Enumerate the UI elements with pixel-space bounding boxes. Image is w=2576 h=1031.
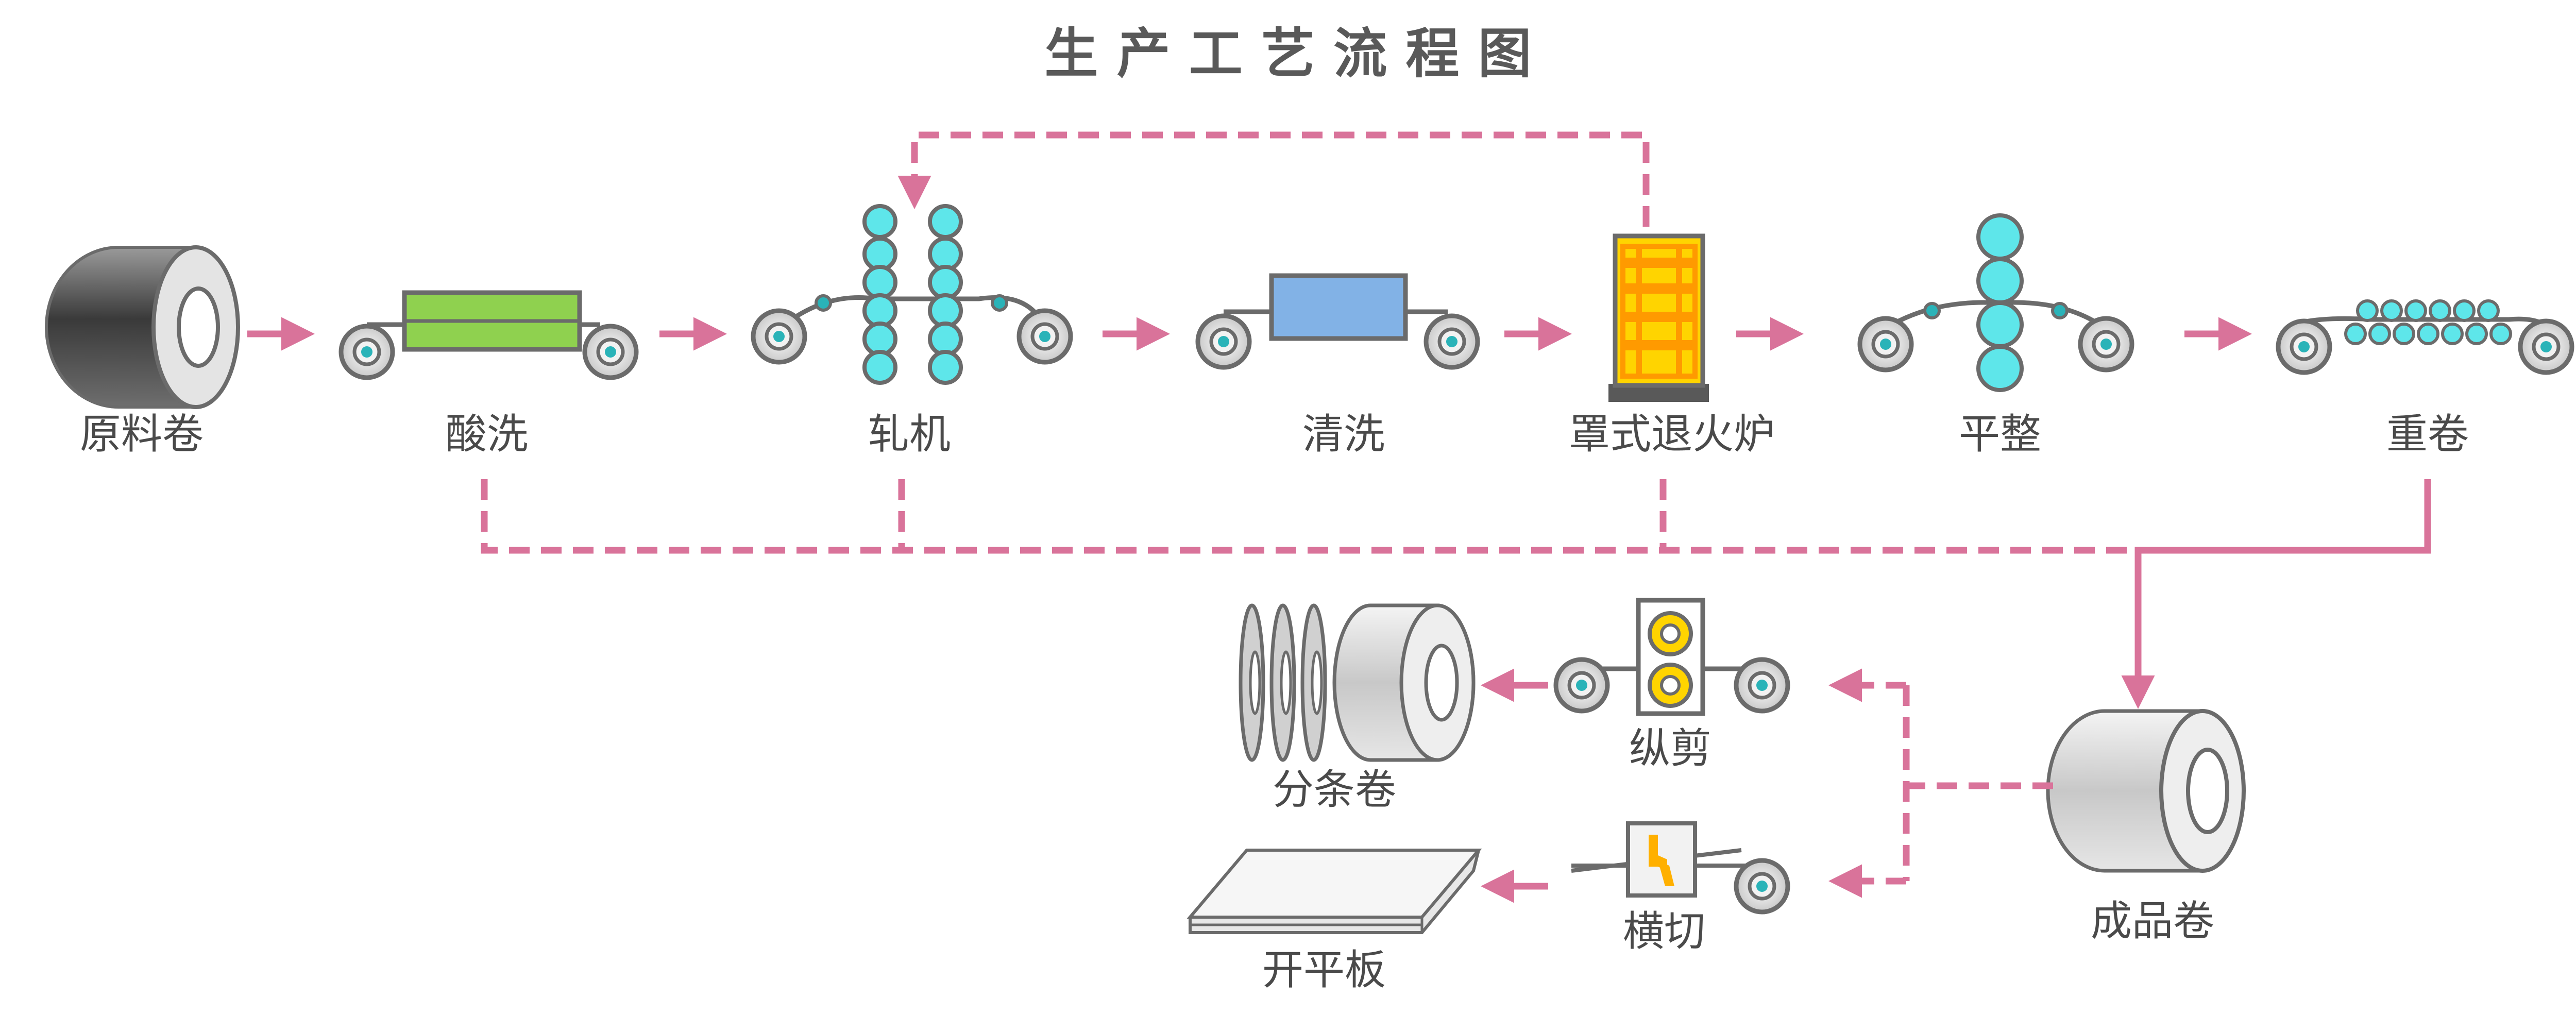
flat-sheet-icon: [1187, 849, 1482, 934]
rewinding-line-icon: [2278, 299, 2572, 373]
leveling-mill-icon: [1860, 213, 2132, 392]
cross-cut-machine-icon: [1571, 821, 1788, 912]
pickling-label: 酸洗: [446, 410, 528, 458]
leveling-label: 平整: [1959, 410, 2041, 458]
raw-coil-icon: [45, 245, 240, 409]
slit-coil-icon: [1239, 603, 1476, 762]
slitting-label: 纵剪: [1629, 724, 1711, 772]
rewinding-label: 重卷: [2386, 410, 2469, 458]
finished-coil-label: 成品卷: [2091, 897, 2214, 945]
flat-sheet-label: 开平板: [1262, 946, 1386, 994]
slitting-machine-icon: [1556, 598, 1788, 716]
branch-lines: [1903, 685, 2053, 881]
rolling-mill-label: 轧机: [868, 410, 951, 458]
cross-cut-label: 横切: [1623, 907, 1705, 955]
annealing-furnace-icon: [1608, 233, 1709, 402]
rewinding-to-finished-arrow: [2121, 479, 2431, 709]
bypass-lines: [481, 479, 2133, 554]
pickling-tank-icon: [341, 290, 636, 378]
slit-coil-label: 分条卷: [1273, 766, 1396, 814]
rolling-mill-icon: [753, 206, 1071, 383]
diagram-title: 生 产 工 艺 流 程 图: [1044, 22, 1531, 85]
cleaning-label: 清洗: [1302, 410, 1385, 458]
annealing-furnace-label: 罩式退火炉: [1569, 410, 1775, 458]
finished-coil-icon: [2046, 709, 2246, 873]
raw-coil-label: 原料卷: [80, 410, 204, 458]
return-loop-arrow: [897, 131, 1650, 227]
cleaning-tank-icon: [1198, 273, 1478, 367]
